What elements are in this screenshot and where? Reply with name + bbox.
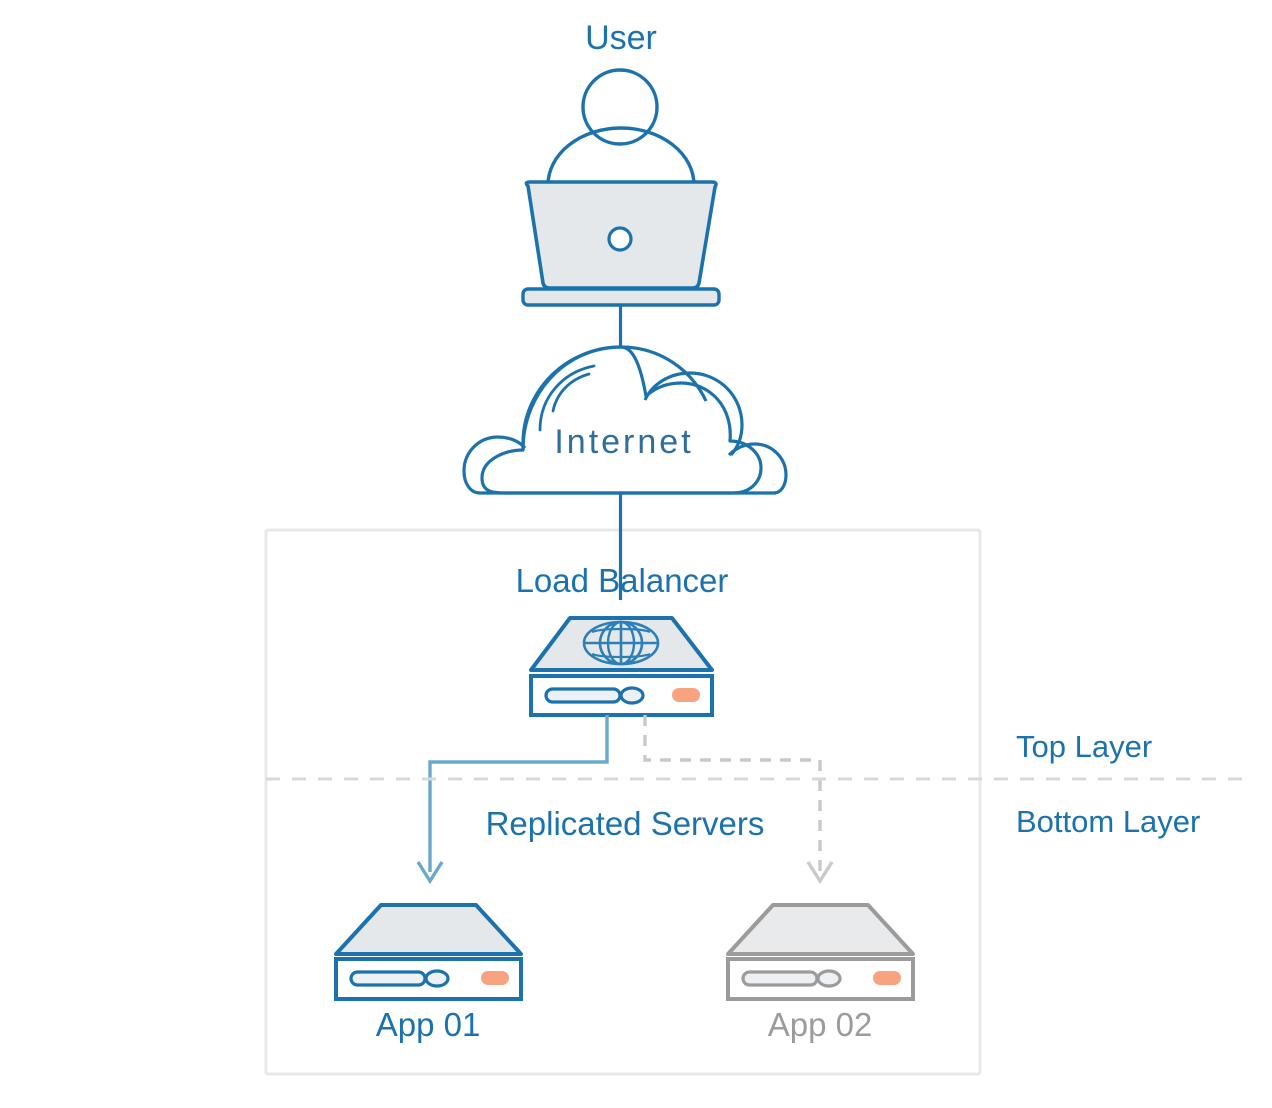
load-balancer-label: Load Balancer <box>516 562 729 599</box>
app01-label: App 01 <box>376 1006 481 1043</box>
top-layer-label: Top Layer <box>1016 729 1152 764</box>
bottom-layer-label: Bottom Layer <box>1016 804 1200 839</box>
user-label: User <box>585 19 657 57</box>
cloud-icon <box>462 345 788 495</box>
layer-panel <box>264 528 982 1076</box>
status-led <box>672 688 700 702</box>
user-laptop-icon <box>521 68 721 307</box>
arrowhead-app01 <box>416 861 444 885</box>
globe-glyph <box>582 620 660 666</box>
server-globe-icon <box>529 616 714 717</box>
connector-loadbalancer-app01 <box>416 715 609 885</box>
arrowhead-app02 <box>806 861 834 885</box>
app01-node <box>334 903 523 1001</box>
app02-label: App 02 <box>768 1006 873 1043</box>
replicated-servers-label: Replicated Servers <box>486 805 765 842</box>
connector-loadbalancer-app02 <box>643 715 834 885</box>
status-led <box>873 971 901 985</box>
internet-label: Internet <box>554 423 693 461</box>
app02-node <box>726 903 915 1001</box>
status-led <box>481 971 509 985</box>
